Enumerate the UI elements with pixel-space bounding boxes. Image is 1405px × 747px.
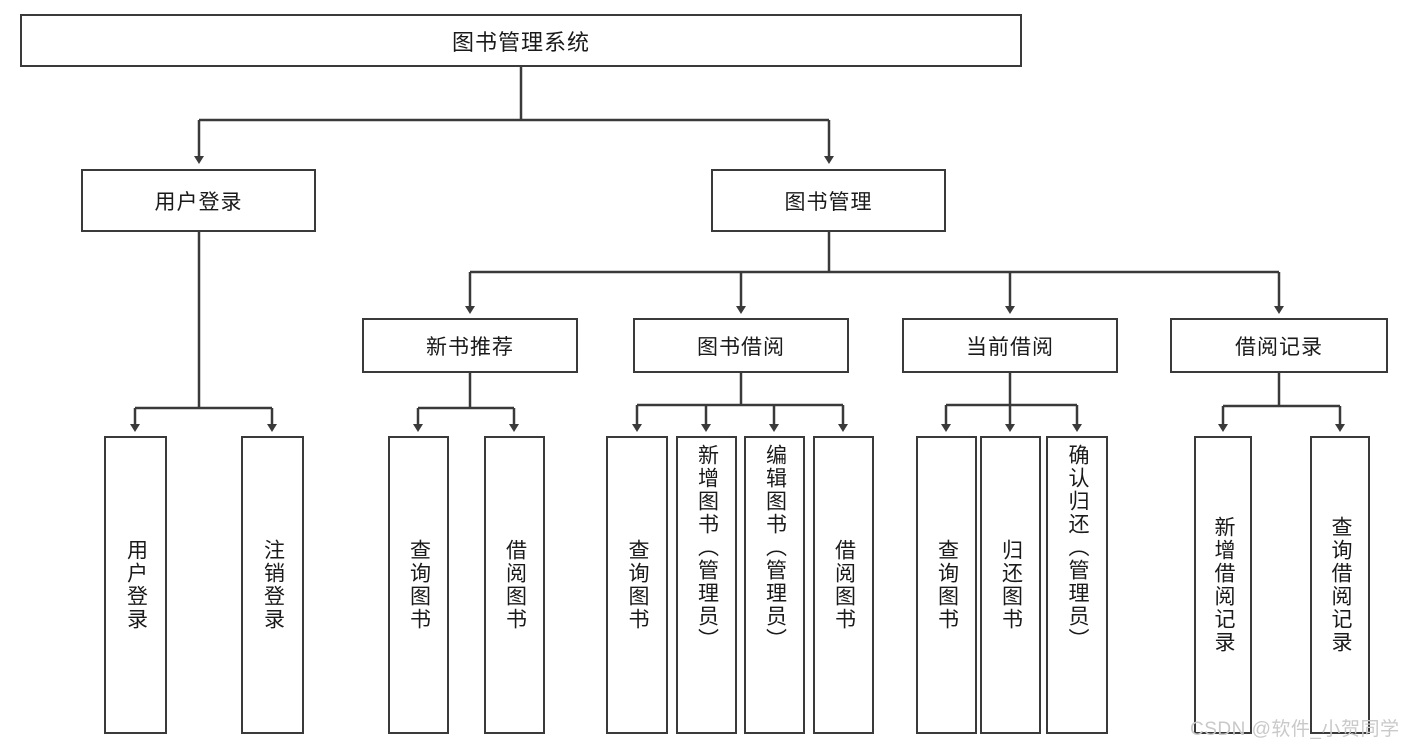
- leaf-current-return-book-label: 归还图书: [999, 539, 1023, 631]
- leaf-user-logout-label: 注销登录: [261, 539, 285, 631]
- leaf-newbook-query-book-label: 查询图书: [407, 539, 431, 631]
- leaf-borrow-edit-book-admin-label: 编辑图书（管理员）: [763, 444, 787, 651]
- leaf-current-query-book[interactable]: 查询图书: [916, 436, 977, 734]
- leaf-record-query-record-label: 查询借阅记录: [1329, 516, 1353, 654]
- node-root[interactable]: 图书管理系统: [20, 14, 1022, 67]
- leaf-user-logout[interactable]: 注销登录: [241, 436, 304, 734]
- leaf-current-return-book[interactable]: 归还图书: [980, 436, 1041, 734]
- leaf-borrow-query-book-label: 查询图书: [626, 539, 650, 631]
- leaf-current-query-book-label: 查询图书: [935, 539, 959, 631]
- leaf-borrow-add-book-admin-label: 新增图书（管理员）: [695, 444, 719, 651]
- leaf-current-confirm-return-admin[interactable]: 确认归还（管理员）: [1046, 436, 1108, 734]
- node-borrow-record-label: 借阅记录: [1235, 335, 1323, 359]
- node-book-borrow-label: 图书借阅: [697, 335, 785, 359]
- node-user-login-label: 用户登录: [154, 190, 243, 214]
- node-user-login[interactable]: 用户登录: [81, 169, 316, 232]
- node-book-borrow[interactable]: 图书借阅: [633, 318, 849, 373]
- node-root-label: 图书管理系统: [451, 29, 590, 55]
- node-current-borrow-label: 当前借阅: [966, 335, 1054, 359]
- node-new-book-recommend[interactable]: 新书推荐: [362, 318, 578, 373]
- leaf-newbook-query-book[interactable]: 查询图书: [388, 436, 449, 734]
- leaf-record-query-record[interactable]: 查询借阅记录: [1310, 436, 1370, 734]
- leaf-newbook-borrow-book[interactable]: 借阅图书: [484, 436, 545, 734]
- node-new-book-recommend-label: 新书推荐: [426, 335, 514, 359]
- leaf-current-confirm-return-admin-label: 确认归还（管理员）: [1066, 444, 1090, 651]
- watermark: CSDN @软件_小贺同学: [1190, 719, 1400, 740]
- node-current-borrow[interactable]: 当前借阅: [902, 318, 1118, 373]
- leaf-borrow-borrow-book-label: 借阅图书: [832, 539, 856, 631]
- leaf-record-add-record[interactable]: 新增借阅记录: [1194, 436, 1252, 734]
- leaf-user-login-label: 用户登录: [124, 539, 148, 631]
- leaf-borrow-edit-book-admin[interactable]: 编辑图书（管理员）: [744, 436, 805, 734]
- leaf-borrow-add-book-admin[interactable]: 新增图书（管理员）: [676, 436, 737, 734]
- leaf-newbook-borrow-book-label: 借阅图书: [503, 539, 527, 631]
- node-book-management[interactable]: 图书管理: [711, 169, 946, 232]
- leaf-borrow-borrow-book[interactable]: 借阅图书: [813, 436, 874, 734]
- leaf-record-add-record-label: 新增借阅记录: [1212, 516, 1236, 654]
- leaf-user-login[interactable]: 用户登录: [104, 436, 167, 734]
- node-book-management-label: 图书管理: [784, 190, 873, 214]
- node-borrow-record[interactable]: 借阅记录: [1170, 318, 1388, 373]
- leaf-borrow-query-book[interactable]: 查询图书: [606, 436, 668, 734]
